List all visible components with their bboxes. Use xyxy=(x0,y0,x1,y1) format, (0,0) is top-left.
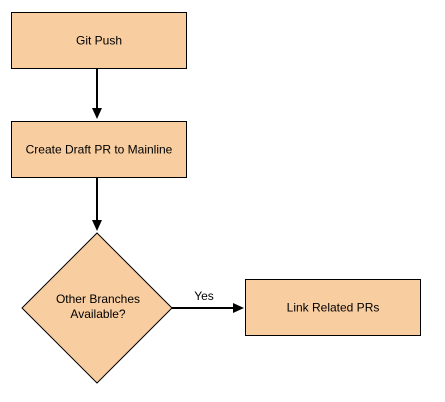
edge-create-to-decision xyxy=(92,178,102,231)
node-create-draft-pr[interactable]: Create Draft PR to Mainline xyxy=(11,121,187,178)
edge-yes-label: Yes xyxy=(194,289,214,303)
node-git-push-label: Git Push xyxy=(76,34,122,48)
node-other-branches-diamond xyxy=(21,232,173,384)
edge-push-to-create-arrowhead xyxy=(92,108,102,119)
edge-decision-to-link-arrowhead xyxy=(233,303,244,313)
node-create-draft-pr-box xyxy=(11,121,187,178)
node-link-related-prs[interactable]: Link Related PRs xyxy=(245,279,421,336)
node-link-related-prs-label: Link Related PRs xyxy=(287,301,380,315)
node-git-push-box xyxy=(11,12,187,69)
node-other-branches-label-line1: Other Branches xyxy=(56,292,140,306)
edge-decision-to-link: Yes xyxy=(172,289,244,313)
node-other-branches-label-line2: Available? xyxy=(70,307,125,321)
node-link-related-prs-box xyxy=(245,279,421,336)
node-other-branches-decision[interactable]: Other Branches Available? xyxy=(21,232,173,384)
node-create-draft-pr-label: Create Draft PR to Mainline xyxy=(26,143,173,157)
node-git-push[interactable]: Git Push xyxy=(11,12,187,69)
edge-push-to-create xyxy=(92,69,102,119)
edge-create-to-decision-arrowhead xyxy=(92,220,102,231)
